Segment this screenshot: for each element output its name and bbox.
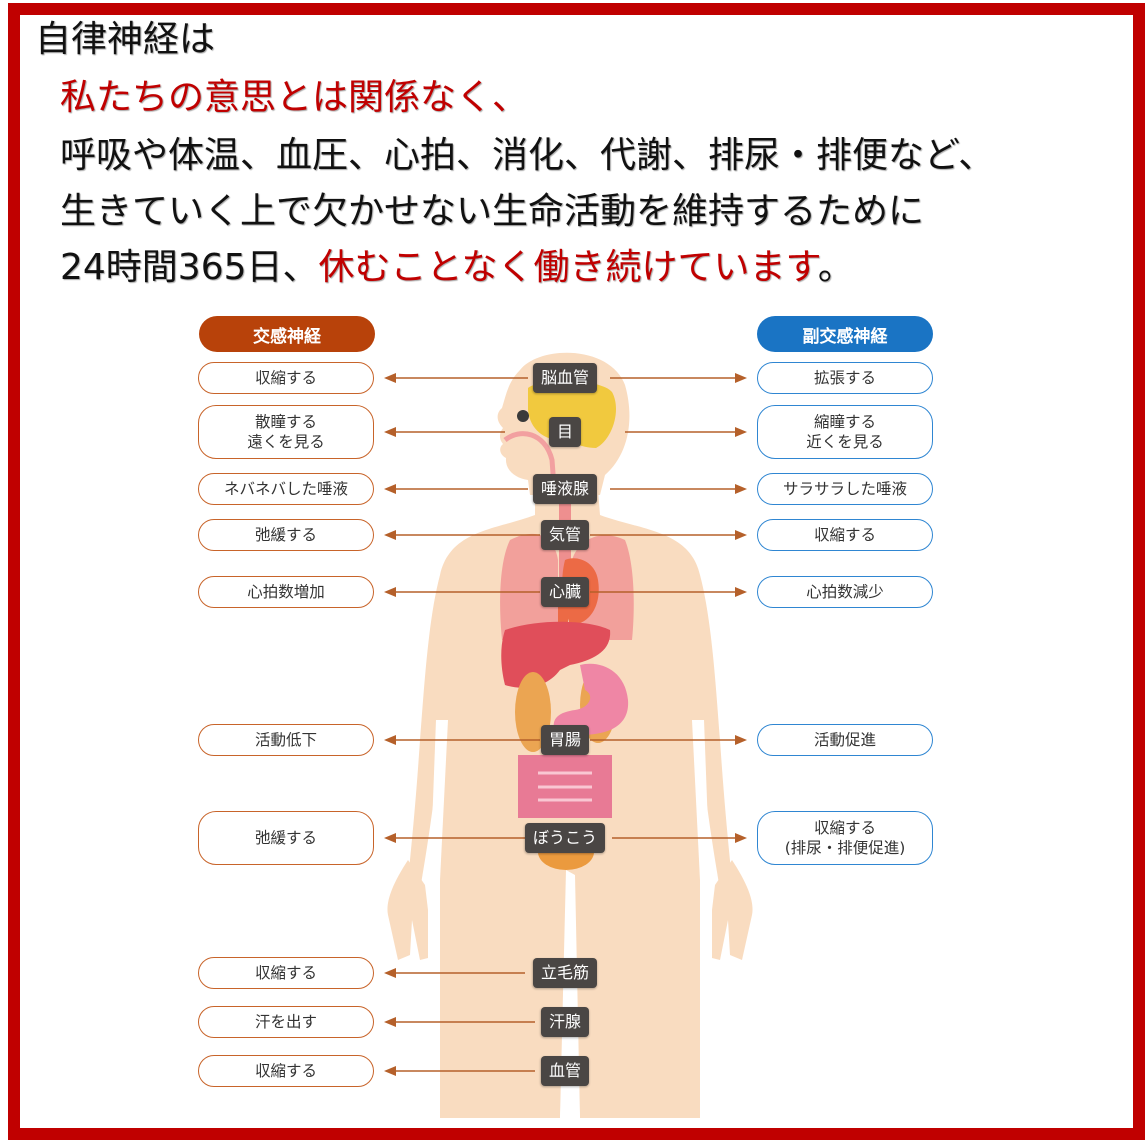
organ-label: 心臓 [540,577,590,607]
arrow-left-head [384,1066,396,1076]
intro-line-5: 24時間365日、休むことなく働き続けています。 [60,246,854,290]
intro-line-1: 自律神経は [35,19,216,60]
intro-line-5-red: 休むことなく働き続けています [318,247,818,288]
intro-line-4: 生きていく上で欠かせない生命活動を維持するために [60,191,925,232]
intro-line-3: 呼吸や体温、血圧、心拍、消化、代謝、排尿・排便など、 [60,135,995,176]
arrow-right-head [735,530,747,540]
eye [517,410,529,422]
organ-label: 胃腸 [540,725,590,755]
arrow-left-head [384,1017,396,1027]
lung-left [500,533,558,640]
arrow-left-head [384,735,396,745]
stomach [553,663,629,735]
arrow-right-head [735,427,747,437]
arrow-left-head [384,484,396,494]
parasympathetic-effect: 収縮する (排尿・排便促進) [757,811,933,865]
arrow-right-head [735,484,747,494]
arrow-left-head [384,968,396,978]
arrow-right-head [735,735,747,745]
arrow-left-head [384,530,396,540]
arrows [384,373,747,1076]
parasympathetic-header: 副交感神経 [757,316,933,352]
liver [501,621,611,688]
sympathetic-effect: 散瞳する 遠くを見る [198,405,374,459]
organ-label: 立毛筋 [532,958,598,988]
organ-label: 唾液腺 [532,474,598,504]
arrow-left-head [384,587,396,597]
arm-gap-left [430,720,448,880]
sympathetic-effect: 収縮する [198,362,374,394]
intestine-folds [538,771,592,802]
sympathetic-effect: 収縮する [198,957,374,989]
sympathetic-effect: 活動低下 [198,724,374,756]
sympathetic-effect: ネバネバした唾液 [198,473,374,505]
parasympathetic-effect: 収縮する [757,519,933,551]
parasympathetic-effect: 活動促進 [757,724,933,756]
intro-line-5-end: 。 [817,247,854,288]
organ-label: 脳血管 [532,363,598,393]
aorta [558,585,568,630]
arrow-right-head [735,833,747,843]
intro-line-2: 私たちの意思とは関係なく、 [60,77,529,118]
sympathetic-header: 交感神経 [199,316,375,352]
sympathetic-effect: 汗を出す [198,1006,374,1038]
arrow-right-head [735,373,747,383]
organ-label: 気管 [540,520,590,550]
parasympathetic-effect: 縮瞳する 近くを見る [757,405,933,459]
organ-label: ぼうこう [524,823,606,853]
arrow-left-head [384,833,396,843]
parasympathetic-effect: サラサラした唾液 [757,473,933,505]
organ-label: 汗腺 [540,1007,590,1037]
parasympathetic-effect: 心拍数減少 [757,576,933,608]
arrow-right-head [735,587,747,597]
organ-label: 血管 [540,1056,590,1086]
sympathetic-effect: 収縮する [198,1055,374,1087]
sympathetic-effect: 弛緩する [198,811,374,865]
sympathetic-effect: 弛緩する [198,519,374,551]
parasympathetic-effect: 拡張する [757,362,933,394]
organ-label: 目 [548,417,582,447]
esophagus [503,431,558,501]
arrow-left-head [384,427,396,437]
intro-line-5-black: 24時間365日、 [60,247,319,288]
sympathetic-effect: 心拍数増加 [198,576,374,608]
arrow-left-head [384,373,396,383]
arm-gap-right [692,720,710,880]
